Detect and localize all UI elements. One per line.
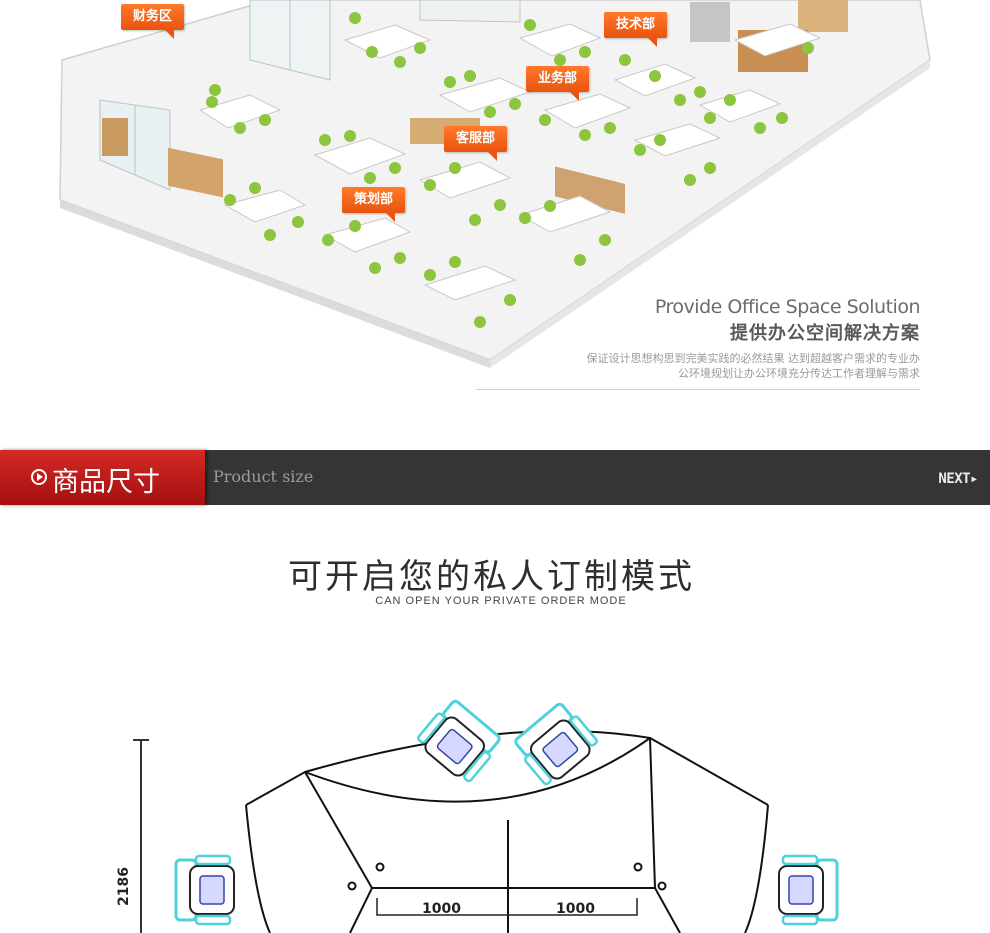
- office-layout-illustration: 财务区 技术部 业务部 客服部 策划部 Provide Office Space…: [0, 0, 990, 440]
- department-tag-tech: 技术部: [604, 12, 668, 47]
- desk-outline: [245, 730, 769, 933]
- next-link[interactable]: NEXT▸: [938, 471, 978, 487]
- office-chair-top-left: [417, 699, 501, 783]
- height-dimension-label: 2186: [116, 867, 132, 906]
- office-floor-plan-3d: [59, 0, 931, 368]
- section-title-cn: 商品尺寸: [52, 467, 160, 498]
- office-chair-right: [778, 854, 839, 926]
- custom-heading-en: CAN OPEN YOUR PRIVATE ORDER MODE: [375, 595, 627, 607]
- height-dimension-line: [133, 739, 149, 933]
- desk-dimension-drawing: 2186 1000 1000: [116, 699, 839, 933]
- solution-divider: [476, 389, 920, 390]
- department-tag-service: 客服部: [444, 126, 508, 161]
- play-circle-icon: [31, 469, 47, 485]
- department-tag-finance: 财务区: [121, 4, 185, 39]
- solution-title-en: Provide Office Space Solution: [654, 296, 921, 318]
- custom-order-heading: 可开启您的私人订制模式 CAN OPEN YOUR PRIVATE ORDER …: [0, 549, 990, 607]
- right-width-label: 1000: [556, 901, 595, 917]
- solution-description: 保证设计思想构思到完美实践的必然结果 达到超越客户需求的专业办 公环境规划让办公…: [586, 352, 921, 380]
- custom-heading-cn: 可开启您的私人订制模式: [288, 557, 695, 597]
- office-chair-left: [174, 854, 235, 926]
- section-title-block: 商品尺寸: [0, 450, 205, 505]
- solution-title-cn: 提供办公空间解决方案: [730, 323, 920, 344]
- left-width-label: 1000: [422, 901, 461, 917]
- department-tag-business: 业务部: [526, 66, 590, 101]
- section-bar-product-size: 商品尺寸 Product size NEXT▸: [0, 450, 990, 505]
- section-title-en: Product size: [213, 467, 314, 486]
- solution-caption: Provide Office Space Solution 提供办公空间解决方案…: [476, 296, 921, 390]
- office-chair-top-right: [514, 702, 598, 786]
- width-dimension-lines: [376, 898, 638, 916]
- department-tag-planning: 策划部: [342, 187, 406, 222]
